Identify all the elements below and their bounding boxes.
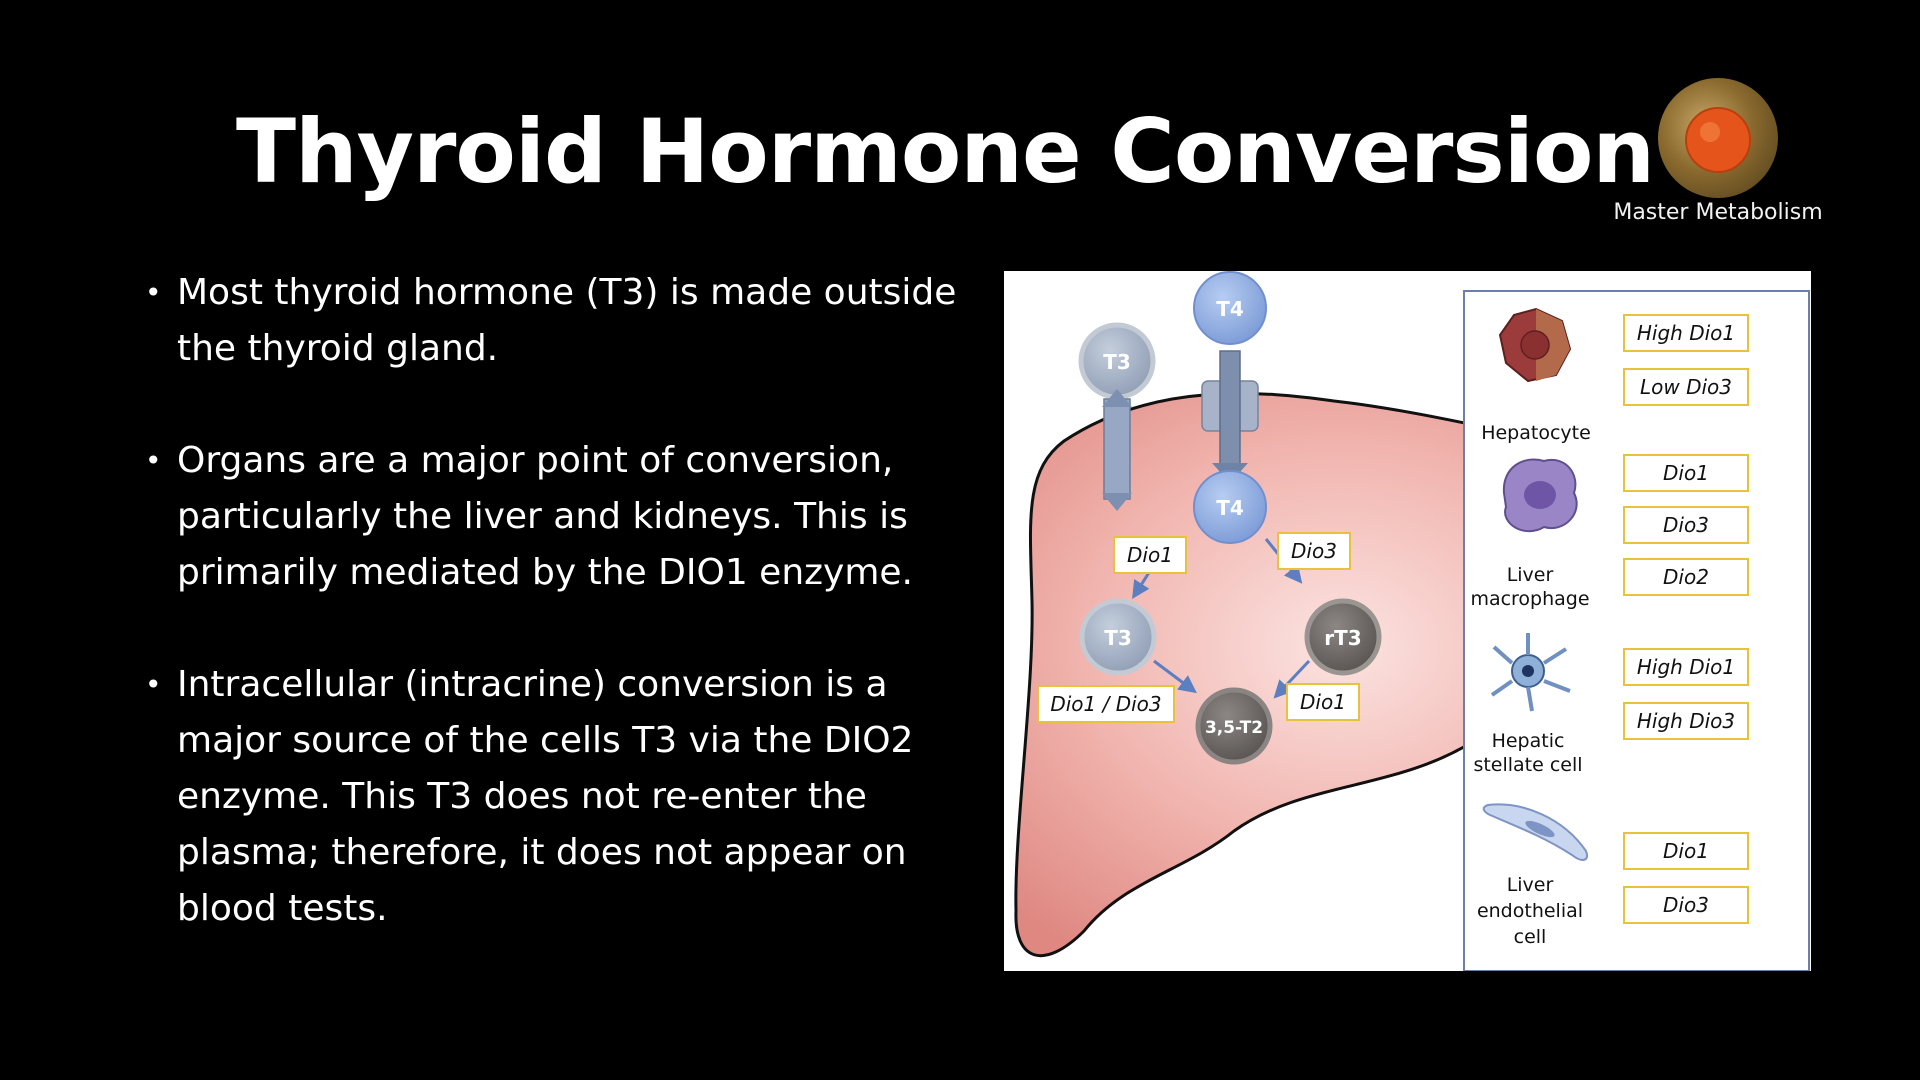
svg-text:Low Dio3: Low Dio3 <box>1640 375 1732 399</box>
t3-exchange-arrow <box>1103 398 1131 500</box>
cell-enzyme-label: Dio2 <box>1623 558 1749 596</box>
svg-text:Dio3: Dio3 <box>1663 513 1709 537</box>
hormone-t3-left: T3 <box>1079 598 1157 676</box>
bullet-item: Organs are a major point of conversion, … <box>145 433 965 601</box>
brand: Master Metabolism <box>1598 78 1838 225</box>
arrow-rt3-t2 <box>1273 659 1311 699</box>
arrow-t4-t3 <box>1132 570 1152 600</box>
svg-text:High Dio1: High Dio1 <box>1637 321 1735 345</box>
svg-text:Dio1: Dio1 <box>1127 543 1173 567</box>
svg-text:Dio1: Dio1 <box>1663 839 1709 863</box>
bullet-list: Most thyroid hormone (T3) is made outsid… <box>145 265 965 993</box>
enzyme-label-t4-rt3: Dio3 <box>1277 532 1351 570</box>
svg-text:Dio1: Dio1 <box>1300 690 1346 714</box>
svg-text:Dio2: Dio2 <box>1663 565 1709 589</box>
cell-name-stellate-line2: stellate cell <box>1473 754 1582 776</box>
arrow-t3-t2 <box>1153 659 1197 694</box>
hormone-t3-top: T3 <box>1078 322 1156 400</box>
brand-name: Master Metabolism <box>1613 200 1823 225</box>
liver-macrophage-icon <box>1502 458 1578 533</box>
slide-title: Thyroid Hormone Conversion <box>235 100 1655 203</box>
svg-text:High Dio3: High Dio3 <box>1637 709 1735 733</box>
orange-fruit-icon <box>1658 78 1778 198</box>
svg-text:rT3: rT3 <box>1324 626 1361 650</box>
cell-name-stellate-line1: Hepatic <box>1492 730 1565 752</box>
liver-endothelial-cell-icon <box>1482 803 1588 861</box>
svg-text:Dio1 / Dio3: Dio1 / Dio3 <box>1050 692 1161 716</box>
cell-enzyme-label: Low Dio3 <box>1623 368 1749 406</box>
hormone-rt3: rT3 <box>1304 598 1382 676</box>
bullet-item: Most thyroid hormone (T3) is made outsid… <box>145 265 965 377</box>
cell-enzyme-label: High Dio3 <box>1623 702 1749 740</box>
cell-name-endothelial-line2: endothelial <box>1477 900 1583 922</box>
hormone-t4-mid: T4 <box>1193 470 1267 544</box>
cell-name-endothelial-line3: cell <box>1514 926 1547 948</box>
cell-name-hepatocyte: Hepatocyte <box>1481 422 1591 444</box>
cell-name-endothelial-line1: Liver <box>1507 874 1554 896</box>
svg-text:Dio3: Dio3 <box>1663 893 1709 917</box>
hormone-t3-top-label: T3 <box>1103 350 1131 374</box>
cell-enzyme-label: Dio3 <box>1623 886 1749 924</box>
liver-conversion-figure: T3 T4 T4 T3 rT3 3,5-T2 <box>1004 271 1811 971</box>
svg-text:Dio1: Dio1 <box>1663 461 1709 485</box>
cell-name-macrophage-line1: Liver <box>1507 564 1554 586</box>
cell-enzyme-label: High Dio1 <box>1623 648 1749 686</box>
bullet-item: Intracellular (intracrine) conversion is… <box>145 657 965 937</box>
cell-name-macrophage-line2: macrophage <box>1470 588 1589 610</box>
enzyme-label-t4-t3: Dio1 <box>1113 536 1187 574</box>
svg-text:Dio3: Dio3 <box>1291 539 1337 563</box>
svg-text:T3: T3 <box>1104 626 1132 650</box>
enzyme-label-rt3-t2: Dio1 <box>1286 683 1360 721</box>
hormone-t4-top: T4 <box>1193 271 1267 345</box>
svg-text:T4: T4 <box>1216 297 1244 321</box>
hepatic-stellate-cell-icon <box>1490 633 1571 712</box>
t4-import-arrow <box>1219 350 1241 472</box>
cell-enzyme-label: Dio3 <box>1623 506 1749 544</box>
svg-text:High Dio1: High Dio1 <box>1637 655 1735 679</box>
cell-enzyme-label: Dio1 <box>1623 832 1749 870</box>
hepatocyte-icon <box>1498 307 1572 383</box>
svg-text:3,5-T2: 3,5-T2 <box>1205 718 1263 738</box>
cell-enzyme-label: Dio1 <box>1623 454 1749 492</box>
svg-text:T4: T4 <box>1216 496 1244 520</box>
hormone-t2: 3,5-T2 <box>1195 687 1273 765</box>
cell-enzyme-label: High Dio1 <box>1623 314 1749 352</box>
enzyme-label-t3-t2: Dio1 / Dio3 <box>1037 685 1175 723</box>
